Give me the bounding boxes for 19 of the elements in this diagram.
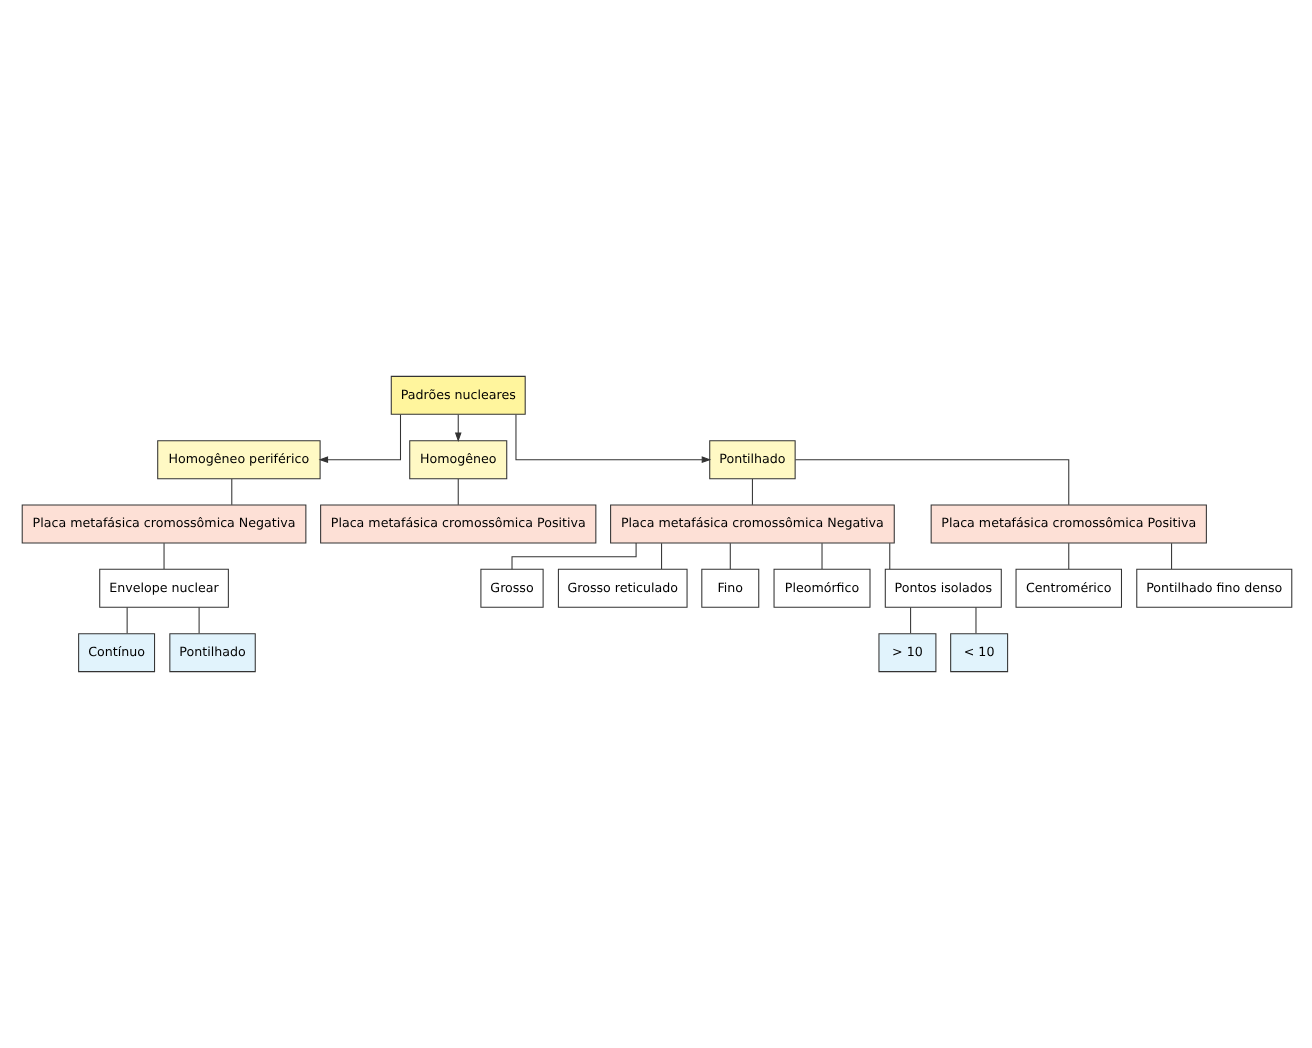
connector: [660, 542, 662, 570]
connector: [820, 542, 822, 570]
connector: [125, 607, 127, 634]
connector: [974, 607, 976, 634]
connector: [197, 607, 199, 634]
connector: [456, 478, 458, 506]
connector: [750, 478, 752, 506]
connector: [793, 459, 1069, 506]
connector: [888, 542, 890, 570]
connector: [162, 542, 164, 570]
connector: [728, 542, 730, 570]
connector: [510, 542, 636, 570]
arrow: [514, 414, 711, 463]
connector: [1067, 542, 1069, 570]
connector: [230, 478, 232, 506]
connector: [909, 607, 911, 634]
arrow: [317, 414, 401, 463]
connector: [1170, 542, 1172, 570]
arrow: [453, 414, 461, 442]
